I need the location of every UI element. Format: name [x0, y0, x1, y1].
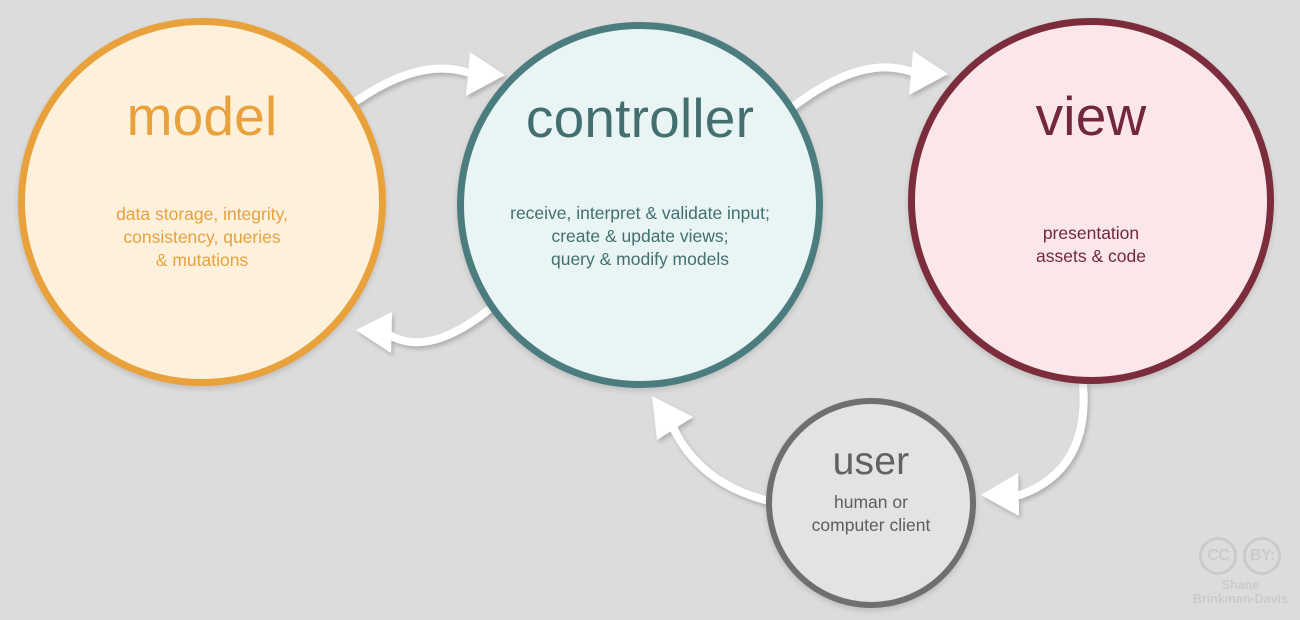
node-model[interactable]: model data storage, integrity, consisten… [18, 18, 386, 386]
arrow-user-to-controller [652, 396, 782, 507]
creative-commons-attribution: CC BY: Shane Brinkman-Davis [1193, 537, 1288, 606]
author-credit-line2: Brinkman-Davis [1192, 592, 1288, 606]
arrow-model-to-controller [344, 52, 505, 111]
node-view-description: presentation assets & code [1036, 223, 1146, 267]
node-view-title: view [1035, 85, 1147, 147]
cc-badges: CC BY: [1199, 537, 1282, 575]
node-controller-description: receive, interpret & validate input; cre… [510, 203, 770, 270]
node-user-title: user [832, 440, 910, 483]
author-credit-line1: Shane [1221, 578, 1260, 592]
arrow-controller-to-model [356, 299, 501, 353]
node-controller[interactable]: controller receive, interpret & validate… [457, 22, 823, 388]
node-model-description: data storage, integrity, consistency, qu… [116, 204, 288, 271]
node-view[interactable]: view presentation assets & code [908, 18, 1274, 384]
arrow-controller-to-view [785, 51, 948, 114]
cc-by-icon: BY: [1243, 537, 1282, 575]
node-user-description: human or computer client [811, 492, 931, 536]
arrow-view-to-user [981, 380, 1088, 516]
node-user[interactable]: user human or computer client [766, 398, 976, 608]
node-controller-title: controller [525, 87, 755, 149]
node-model-title: model [126, 85, 278, 147]
creative-commons-icon: CC [1199, 537, 1238, 575]
